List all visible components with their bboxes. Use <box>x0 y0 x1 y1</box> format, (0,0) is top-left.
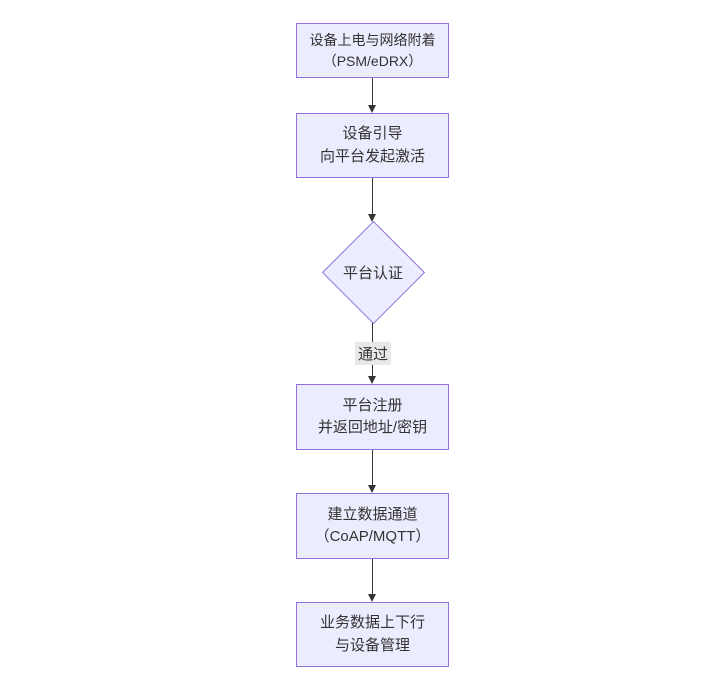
node-power-attach: 设备上电与网络附着 （PSM/eDRX） <box>296 23 449 78</box>
node-text-line: （CoAP/MQTT） <box>314 528 431 545</box>
edge-power-to-bootstrap <box>368 78 376 113</box>
node-text-line: 与设备管理 <box>334 636 410 654</box>
arrowhead-icon <box>368 594 376 602</box>
node-text-line: 向平台发起激活 <box>319 147 425 165</box>
node-text-line: 建立数据通道 <box>327 505 418 523</box>
node-text-line: 设备引导 <box>342 125 403 142</box>
node-register: 平台注册 并返回地址/密钥 <box>296 384 449 450</box>
node-text-line: （PSM/eDRX） <box>322 52 423 69</box>
node-text-line: 业务数据上下行 <box>319 614 425 631</box>
node-text-line: 平台认证 <box>342 264 403 282</box>
node-text-line: 平台注册 <box>342 396 403 414</box>
node-text-line: 并返回地址/密钥 <box>317 419 428 436</box>
arrowhead-icon <box>368 214 376 222</box>
node-bootstrap: 设备引导 向平台发起激活 <box>296 113 449 178</box>
edge-channel-to-business <box>368 559 376 602</box>
edge-label-pass: 通过 <box>354 342 392 365</box>
arrowhead-icon <box>368 485 376 493</box>
arrowhead-icon <box>368 376 376 384</box>
node-platform-auth: 平台认证 <box>321 220 426 325</box>
edge-register-to-channel <box>368 450 376 493</box>
node-data-channel: 建立数据通道 （CoAP/MQTT） <box>296 493 449 559</box>
node-text-line: 设备上电与网络附着 <box>309 32 436 49</box>
edge-bootstrap-to-auth <box>368 178 376 222</box>
arrowhead-icon <box>368 105 376 113</box>
node-business-data: 业务数据上下行 与设备管理 <box>296 602 449 667</box>
